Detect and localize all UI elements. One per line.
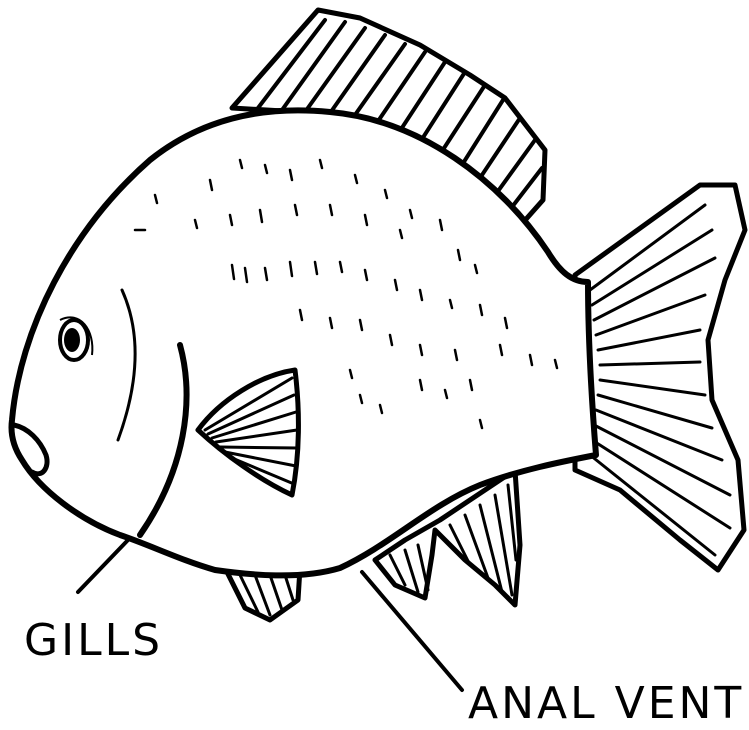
anal-vent-label: ANAL VENT: [468, 678, 744, 729]
gills-label: GILLS: [24, 615, 163, 666]
caudal-fin: [575, 185, 745, 570]
gills-leader-line: [78, 540, 128, 592]
